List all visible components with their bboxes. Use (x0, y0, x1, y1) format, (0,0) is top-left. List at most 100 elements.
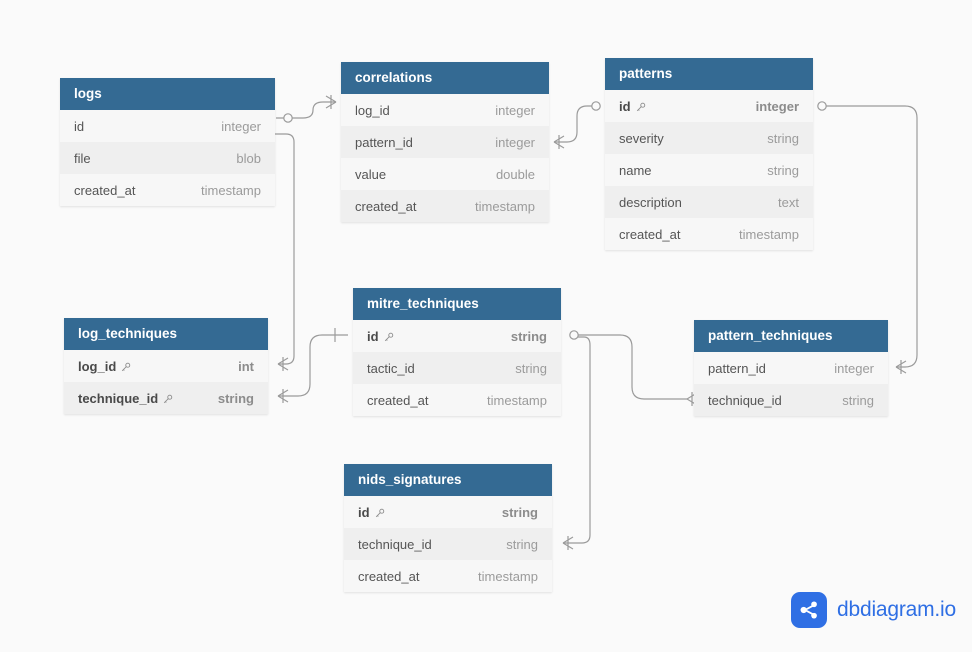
field-name-label: file (74, 150, 91, 166)
field-name: description (619, 195, 682, 210)
table-header-pattern_techniques[interactable]: pattern_techniques (694, 320, 888, 352)
field-name: tactic_id (367, 361, 415, 376)
field-row[interactable]: log_id integer (341, 94, 549, 126)
field-name: pattern_id (355, 135, 413, 150)
field-name-label: created_at (74, 182, 136, 198)
field-row[interactable]: file blob (60, 142, 275, 174)
field-name-label: created_at (355, 198, 417, 214)
field-name-label: technique_id (78, 390, 159, 406)
field-name: file (74, 151, 91, 166)
field-type-label: timestamp (739, 226, 799, 242)
key-icon (162, 394, 173, 405)
field-name: technique_id (78, 391, 173, 406)
field-name: id (367, 329, 394, 344)
field-name-label: pattern_id (708, 360, 766, 376)
edge-logs-logtechniques (271, 127, 295, 371)
field-type-label: string (506, 536, 538, 552)
field-name: log_id (78, 359, 131, 374)
field-name-label: severity (619, 130, 664, 146)
field-name: severity (619, 131, 664, 146)
field-name-label: created_at (619, 226, 681, 242)
key-icon (383, 332, 394, 343)
field-name-label: tactic_id (367, 360, 415, 376)
field-type-label: integer (495, 102, 535, 118)
field-name: created_at (358, 569, 419, 584)
table-header-log_techniques[interactable]: log_techniques (64, 318, 268, 350)
dbdiagram-branding[interactable]: dbdiagram.io (791, 592, 956, 628)
field-name: created_at (74, 183, 135, 198)
field-row[interactable]: id integer (605, 90, 813, 122)
field-type-label: integer (755, 98, 799, 114)
field-row[interactable]: id string (353, 320, 561, 352)
field-name: created_at (367, 393, 428, 408)
field-type-label: string (767, 162, 799, 178)
field-type-label: integer (495, 134, 535, 150)
table-logs[interactable]: logs id integer file blob created_at timestamp (60, 78, 275, 206)
field-type-label: text (778, 194, 799, 210)
field-row[interactable]: log_id int (64, 350, 268, 382)
field-row[interactable]: created_at timestamp (353, 384, 561, 416)
field-row[interactable]: severity string (605, 122, 813, 154)
field-row[interactable]: created_at timestamp (605, 218, 813, 250)
field-type-label: string (767, 130, 799, 146)
field-type-label: string (510, 328, 547, 344)
field-row[interactable]: description text (605, 186, 813, 218)
field-row[interactable]: id integer (60, 110, 275, 142)
field-type-label: blob (236, 150, 261, 166)
field-type-label: double (495, 166, 535, 182)
field-name-label: created_at (367, 392, 429, 408)
field-row[interactable]: created_at timestamp (344, 560, 552, 592)
key-icon (120, 362, 131, 373)
field-type-label: string (842, 392, 874, 408)
field-type-label: timestamp (487, 392, 547, 408)
edge-logs-correlations (276, 95, 337, 123)
field-name-label: created_at (358, 568, 420, 584)
table-header-logs[interactable]: logs (60, 78, 275, 110)
field-name-label: pattern_id (355, 134, 413, 150)
table-header-patterns[interactable]: patterns (605, 58, 813, 90)
field-type-label: timestamp (201, 182, 261, 198)
field-row[interactable]: name string (605, 154, 813, 186)
edge-mitretechniques-logtechniques (277, 328, 348, 403)
field-name-label: description (619, 194, 682, 210)
field-name-label: id (619, 98, 631, 114)
dbdiagram-wordmark: dbdiagram.io (837, 598, 957, 621)
field-type-label: string (515, 360, 547, 376)
field-row[interactable]: created_at timestamp (60, 174, 275, 206)
table-patterns[interactable]: patterns id integer severity string name strin… (605, 58, 813, 250)
key-icon (635, 102, 646, 113)
field-type-label: int (238, 358, 254, 374)
table-header-nids_signatures[interactable]: nids_signatures (344, 464, 552, 496)
field-name: id (74, 119, 84, 134)
field-type-label: timestamp (478, 568, 538, 584)
table-header-mitre_techniques[interactable]: mitre_techniques (353, 288, 561, 320)
field-name-label: log_id (355, 102, 390, 118)
table-header-correlations[interactable]: correlations (341, 62, 549, 94)
edge-mitretechniques-nidssignatures (562, 336, 591, 550)
field-row[interactable]: pattern_id integer (341, 126, 549, 158)
field-name: log_id (355, 103, 390, 118)
field-row[interactable]: tactic_id string (353, 352, 561, 384)
field-row[interactable]: technique_id string (64, 382, 268, 414)
field-type-label: string (217, 390, 254, 406)
field-name-label: log_id (78, 358, 117, 374)
field-name: created_at (355, 199, 416, 214)
field-name-label: name (619, 162, 652, 178)
key-icon (374, 508, 385, 519)
field-type-label: integer (221, 118, 261, 134)
field-name: name (619, 163, 652, 178)
field-name: id (358, 505, 385, 520)
table-log_techniques[interactable]: log_techniques log_id int technique_id strin… (64, 318, 268, 414)
field-name: pattern_id (708, 361, 766, 376)
